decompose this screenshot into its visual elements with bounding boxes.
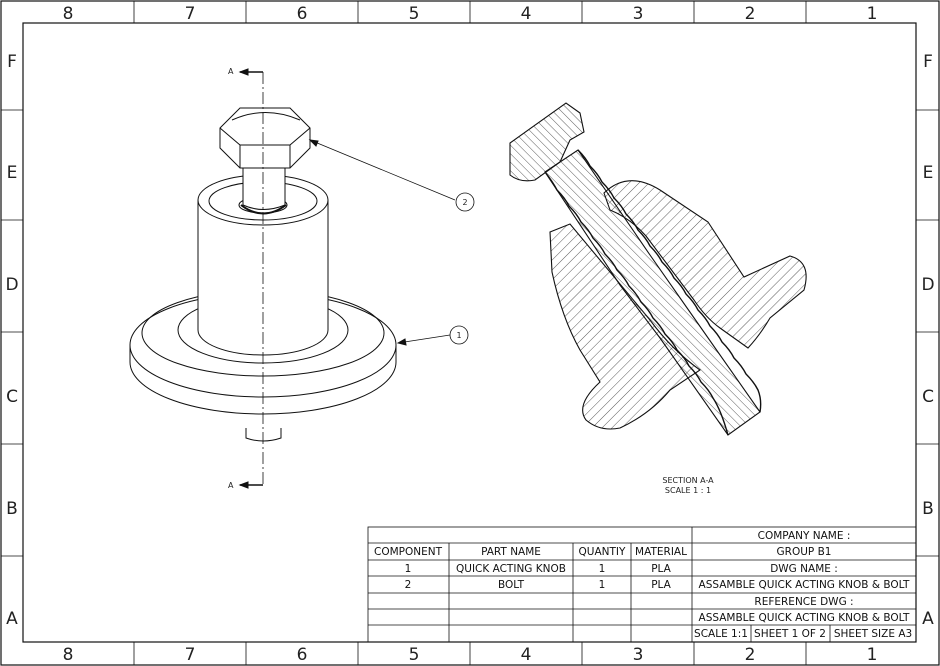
- bom-header-material: MATERIAL: [635, 546, 687, 558]
- zone-bottom-2: 2: [745, 645, 756, 665]
- zone-top-3: 3: [633, 4, 644, 24]
- zone-bottom-4: 4: [521, 645, 532, 665]
- balloon-2-label: 2: [462, 198, 467, 207]
- zone-left-A: A: [6, 609, 18, 629]
- zone-bottom-5: 5: [409, 645, 420, 665]
- zone-left-E: E: [7, 163, 18, 183]
- zone-bottom-3: 3: [633, 645, 644, 665]
- bom-row-2-part: BOLT: [498, 579, 525, 591]
- balloon-1-label: 1: [456, 331, 461, 340]
- balloon-2: [455, 192, 475, 212]
- zone-left-C: C: [6, 387, 18, 407]
- bom-row-2-material: PLA: [651, 579, 671, 591]
- zone-top-7: 7: [185, 4, 196, 24]
- zone-left-F: F: [7, 52, 17, 72]
- zone-bottom-7: 7: [185, 645, 196, 665]
- dwg-name-label: DWG NAME :: [770, 563, 838, 575]
- ref-dwg-label: REFERENCE DWG :: [754, 596, 853, 608]
- company-label: COMPANY NAME :: [758, 530, 851, 542]
- leader-balloon-2: [309, 139, 456, 201]
- zone-bottom-1: 1: [867, 645, 878, 665]
- company-value: GROUP B1: [777, 546, 832, 558]
- zone-right-D: D: [921, 275, 934, 295]
- zone-right-F: F: [923, 52, 933, 72]
- section-knob-upper: [603, 180, 807, 349]
- leader-balloon-1: [397, 334, 451, 344]
- zone-right-B: B: [922, 499, 934, 519]
- zone-left-B: B: [6, 499, 18, 519]
- bom-header-quantity: QUANTIY: [579, 546, 626, 558]
- bom-row-1-material: PLA: [651, 563, 671, 575]
- bolt-shank: [242, 165, 286, 210]
- zone-right-C: C: [922, 387, 934, 407]
- section-view: [509, 102, 807, 436]
- zone-right-A: A: [922, 609, 934, 629]
- section-title: SECTION A-A: [662, 476, 714, 485]
- section-bolt-head: [509, 102, 585, 182]
- ref-dwg-value: ASSAMBLE QUICK ACTING KNOB & BOLT: [699, 612, 911, 624]
- bom-table: [367, 526, 917, 643]
- zone-left-D: D: [5, 275, 18, 295]
- balloon-1: [449, 325, 469, 345]
- bom-header-part-name: PART NAME: [481, 546, 541, 558]
- zone-top-6: 6: [297, 4, 308, 24]
- scale-cell: SCALE 1:1: [694, 628, 748, 640]
- sheet-number-cell: SHEET 1 OF 2: [754, 628, 826, 640]
- section-marker-top: A: [228, 67, 234, 76]
- bom-row-1-qty: 1: [599, 563, 606, 575]
- isometric-assembly-view: [129, 68, 475, 489]
- bolt-hex-head: [219, 107, 311, 169]
- section-scale: SCALE 1 : 1: [665, 486, 711, 495]
- section-marker-bottom: A: [228, 481, 234, 490]
- bom-header-component: COMPONENT: [374, 546, 443, 558]
- zone-top-2: 2: [745, 4, 756, 24]
- zone-right-E: E: [923, 163, 934, 183]
- zone-top-5: 5: [409, 4, 420, 24]
- zone-top-1: 1: [867, 4, 878, 24]
- zone-top-4: 4: [521, 4, 532, 24]
- bom-row-1-part: QUICK ACTING KNOB: [456, 563, 566, 575]
- dwg-name-value: ASSAMBLE QUICK ACTING KNOB & BOLT: [699, 579, 911, 591]
- bom-row-1-component: 1: [405, 563, 412, 575]
- bom-row-2-component: 2: [405, 579, 412, 591]
- zone-bottom-8: 8: [63, 645, 74, 665]
- zone-top-8: 8: [63, 4, 74, 24]
- zone-bottom-6: 6: [297, 645, 308, 665]
- bom-row-2-qty: 1: [599, 579, 606, 591]
- sheet-size-cell: SHEET SIZE A3: [834, 628, 912, 640]
